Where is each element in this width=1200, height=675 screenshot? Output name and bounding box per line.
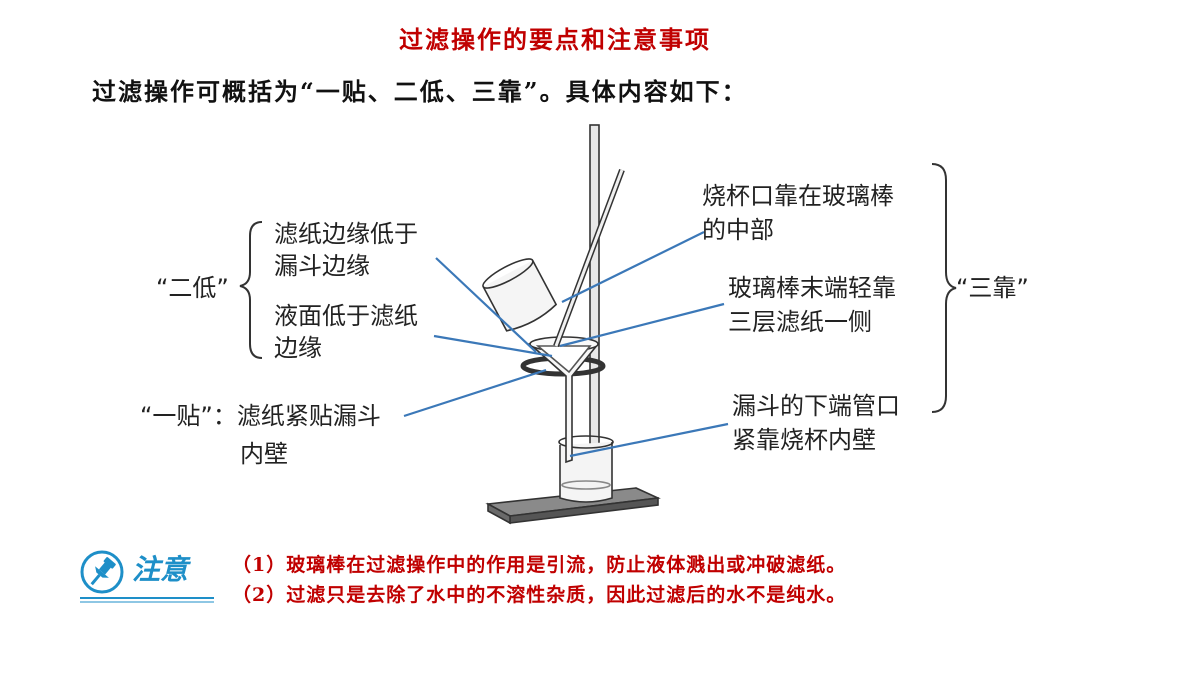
label-three-lean-2b: 三层滤纸一侧 (728, 308, 872, 336)
note-badge (80, 550, 214, 603)
label-two-low-2b: 边缘 (274, 334, 322, 362)
label-three-lean: “三靠” (956, 274, 1029, 302)
page-title: 过滤操作的要点和注意事项 (399, 25, 711, 54)
label-two-low-1a: 滤纸边缘低于 (274, 220, 418, 248)
label-one-stick-a: “一贴”：滤纸紧贴漏斗 (140, 402, 381, 430)
pin-icon (90, 557, 116, 586)
label-one-stick-b: 内壁 (240, 440, 288, 468)
label-two-low-1b: 漏斗边缘 (274, 252, 370, 280)
label-three-lean-3a: 漏斗的下端管口 (732, 392, 900, 420)
receiving-beaker (559, 442, 613, 503)
stand-rod (589, 124, 600, 498)
right-brace (931, 163, 957, 413)
label-three-lean-1a: 烧杯口靠在玻璃棒 (702, 182, 894, 210)
pointer-lines (403, 231, 729, 458)
label-two-low-2a: 液面低于滤纸 (274, 302, 418, 330)
note-item-1: （1）玻璃棒在过滤操作中的作用是引流，防止液体溅出或冲破滤纸。 (232, 554, 847, 576)
label-three-lean-3b: 紧靠烧杯内壁 (732, 426, 876, 454)
label-two-low: “二低” (156, 274, 229, 302)
label-three-lean-2a: 玻璃棒末端轻靠 (728, 274, 896, 302)
note-item-2: （2）过滤只是去除了水中的不溶性杂质，因此过滤后的水不是纯水。 (232, 584, 847, 606)
left-brace (239, 221, 263, 359)
note-label: 注意 (132, 553, 189, 586)
label-three-lean-1b: 的中部 (702, 216, 774, 244)
pouring-beaker (482, 258, 558, 332)
intro-text: 过滤操作可概括为“一贴、二低、三靠”。具体内容如下： (92, 77, 748, 106)
